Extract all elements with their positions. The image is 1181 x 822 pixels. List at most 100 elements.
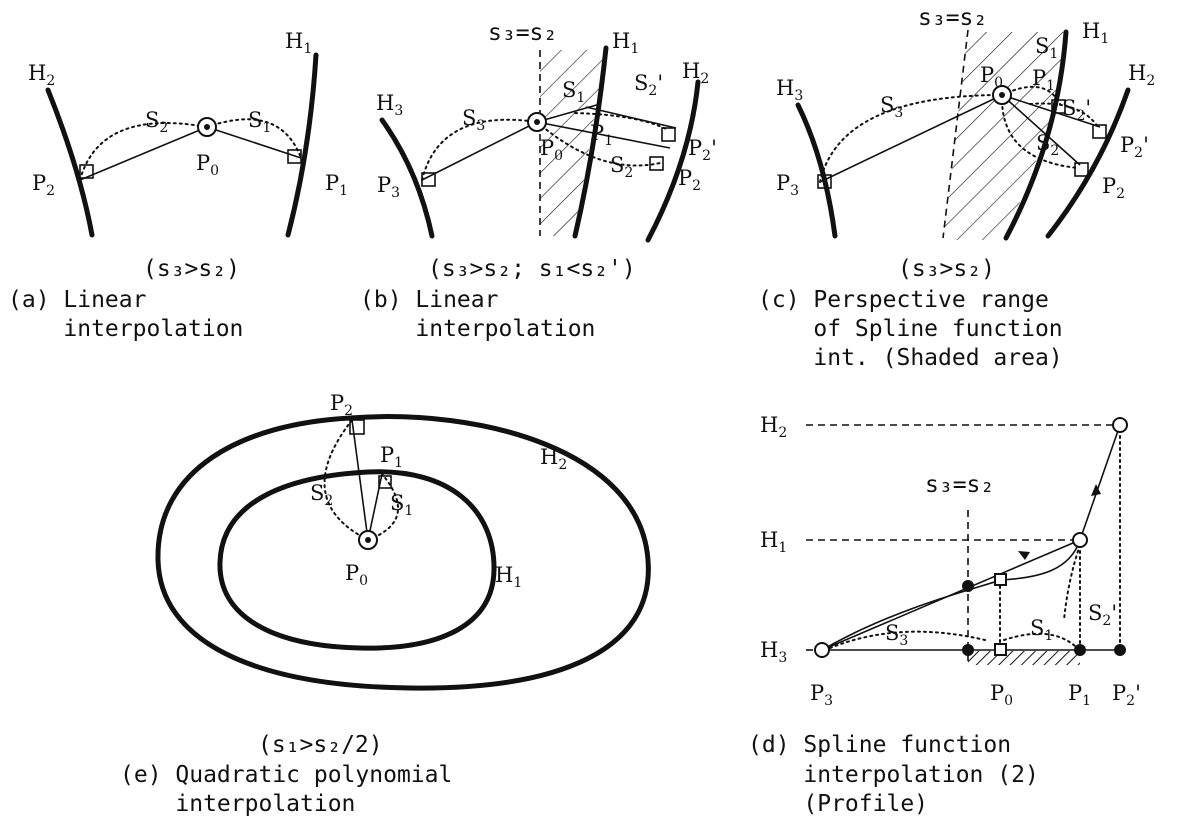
label-p2-prime: P2' xyxy=(1120,133,1149,161)
arc-s2-prime xyxy=(1029,102,1099,128)
point-p2-prime xyxy=(1114,644,1126,656)
point-intersect-base xyxy=(962,644,974,656)
label-p0: P0 xyxy=(980,63,1003,91)
label-h2: H2 xyxy=(540,445,567,473)
caption-b-line2: interpolation xyxy=(360,316,595,342)
contour-h2 xyxy=(645,79,701,243)
shaded-baseline xyxy=(968,651,1080,665)
label-p0: P0 xyxy=(990,681,1013,709)
label-h1: H1 xyxy=(760,528,787,556)
panel-b: s₃=s₂ H1 H2 H3 S3 S1 S2' P1 P0 S2 P3 P2'… xyxy=(360,20,717,342)
right-angle-p1 xyxy=(378,475,392,489)
arc-s3 xyxy=(829,630,986,649)
label-s2: S2 xyxy=(1036,131,1059,159)
segment-s3 xyxy=(421,121,538,181)
contour-h3 xyxy=(379,117,435,239)
label-s2-prime: S2' xyxy=(634,71,663,99)
shaded-region-b xyxy=(540,50,605,236)
contour-h2 xyxy=(155,414,651,691)
label-s2: S2 xyxy=(145,108,168,136)
caption-e-line1: (e) Quadratic polynomial xyxy=(120,762,452,788)
caption-d-line1: (d) Spline function xyxy=(748,732,1011,758)
label-p3: P3 xyxy=(810,681,833,709)
point-p0-base xyxy=(994,643,1007,656)
boundary-s3-s2 xyxy=(942,29,969,239)
label-h1: H1 xyxy=(285,29,312,57)
panel-d: s₃=s₂ H2 H1 H3 S2' S3 S1 P3 P0 P1 P2' (d… xyxy=(748,413,1141,817)
condition-c: (s₃>s₂) xyxy=(898,256,995,282)
point-p0-center xyxy=(204,124,210,130)
segment-s1 xyxy=(367,473,383,541)
equality-d: s₃=s₂ xyxy=(925,472,994,498)
right-angle-p1 xyxy=(287,149,302,164)
label-p0: P0 xyxy=(540,136,563,164)
label-p1: P1 xyxy=(380,443,403,471)
segment-s1 xyxy=(206,126,302,159)
right-angle-p2 xyxy=(649,156,664,171)
contour-h1 xyxy=(1003,29,1069,241)
arc-s2 xyxy=(1000,94,1079,169)
equality-b: s₃=s₂ xyxy=(488,20,557,46)
segment-s1 xyxy=(1001,94,1101,128)
label-h2: H2 xyxy=(28,61,55,89)
contour-h2 xyxy=(1045,87,1131,239)
panel-c: s₃=s₂ H3 S3 P0 S1 P1 H1 H2 S2' S2 P2' P3… xyxy=(758,5,1155,371)
right-angle-p2 xyxy=(349,419,365,435)
label-p0: P0 xyxy=(345,561,368,589)
label-s3: S3 xyxy=(462,106,485,134)
condition-e: (s₁>s₂/2) xyxy=(258,732,383,758)
label-p1: P1 xyxy=(1032,66,1055,94)
panel-e: P2 P1 H2 S2 S1 P0 H1 (s₁>s₂/2) (e) Quadr… xyxy=(120,391,651,817)
right-angle-p3 xyxy=(817,174,832,189)
label-h2: H2 xyxy=(1128,61,1155,89)
point-p0-curve xyxy=(994,573,1007,586)
label-h3: H3 xyxy=(376,91,403,119)
point-intersect-upper xyxy=(962,580,974,592)
label-p1: P1 xyxy=(590,121,613,149)
right-angle-p1 xyxy=(1051,99,1066,114)
point-p0-center xyxy=(534,119,540,125)
label-h3: H3 xyxy=(776,76,803,104)
label-s3: S3 xyxy=(885,621,908,649)
arc-s1 xyxy=(1003,632,1076,647)
label-h2: H2 xyxy=(760,413,787,441)
label-p0: P0 xyxy=(196,151,219,179)
point-p1 xyxy=(1074,644,1086,656)
label-s1: S1 xyxy=(390,491,413,519)
caption-a-line1: (a) Linear xyxy=(8,287,146,313)
caption-d-line2: interpolation (2) xyxy=(748,762,1039,788)
contour-h1 xyxy=(572,45,609,239)
label-s1: S1 xyxy=(1035,34,1058,62)
label-h1: H1 xyxy=(495,563,522,591)
label-s3: S3 xyxy=(880,93,903,121)
contour-h2 xyxy=(45,87,95,238)
chord-h1-h2 xyxy=(1079,424,1121,541)
right-angle-p2 xyxy=(79,164,94,179)
label-p2: P2 xyxy=(32,171,55,199)
arc-s2 xyxy=(536,121,661,167)
arc-s1 xyxy=(206,118,302,159)
caption-e-line2: interpolation xyxy=(120,791,355,817)
point-h1-node xyxy=(1072,532,1088,548)
shaded-region-c xyxy=(943,32,1067,240)
label-h1: H1 xyxy=(1082,19,1109,47)
label-p2: P2 xyxy=(1102,174,1125,202)
label-p1: P1 xyxy=(1068,681,1091,709)
segment-s2 xyxy=(79,126,208,181)
label-p3: P3 xyxy=(776,171,799,199)
segment-s2 xyxy=(536,121,671,149)
arc-s3 xyxy=(421,118,538,181)
caption-d-line3: (Profile) xyxy=(748,791,928,817)
label-s1: S1 xyxy=(562,78,585,106)
label-s2-prime: S2' xyxy=(1088,601,1117,629)
segment-s2 xyxy=(351,419,369,541)
label-p3: P3 xyxy=(377,173,400,201)
contour-h3 xyxy=(795,102,838,239)
caption-b-line1: (b) Linear xyxy=(360,287,498,313)
segment-s2 xyxy=(1001,94,1081,166)
label-h2: H2 xyxy=(682,59,709,87)
label-s1: S1 xyxy=(248,108,271,136)
label-s2: S2 xyxy=(610,153,633,181)
